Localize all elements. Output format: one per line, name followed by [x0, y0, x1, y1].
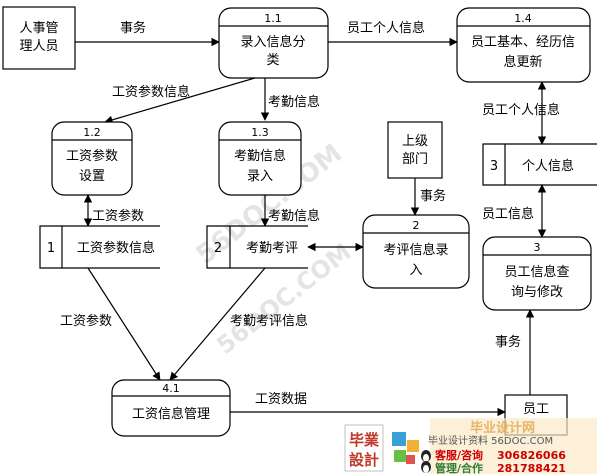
datastore-3: 3 个人信息 — [482, 143, 597, 186]
datastore-2: 2 考勤考评 — [206, 225, 308, 269]
process-1-4-id: 1.4 — [514, 12, 532, 25]
watermark-banner: 毕业设计网 毕業 設計 毕业设计资料 56DOC.COM 客服/咨询 30682… — [344, 418, 597, 474]
process-4-1-id: 4.1 — [162, 382, 180, 395]
process-1-3-line1: 考勤信息 — [234, 148, 286, 164]
datastore-3-label: 个人信息 — [522, 158, 574, 174]
flow-label-hr-11: 事务 — [120, 20, 146, 36]
process-1-3-line2: 录入 — [247, 169, 273, 184]
process-1-1: 1.1 录入信息分 类 — [218, 7, 329, 79]
entity-hr-staff: 人事管 理人员 — [2, 6, 76, 70]
flow-11-to-12 — [104, 77, 256, 124]
qq-icon — [421, 450, 431, 462]
admin-qq: 281788421 — [497, 462, 566, 474]
flow-label-11-12: 工资参数信息 — [112, 84, 190, 100]
process-2-line2: 入 — [409, 263, 422, 278]
flow-label-41-emp: 工资数据 — [255, 392, 307, 407]
process-1-2-line1: 工资参数 — [66, 148, 118, 164]
entity-superior: 上级 部门 — [387, 121, 443, 179]
process-3-line1: 员工信息查 — [504, 264, 569, 280]
process-2-id: 2 — [413, 219, 420, 232]
process-4-1-label: 工资信息管理 — [132, 406, 210, 422]
logo-frame — [344, 424, 384, 472]
flow-ds2-to-41 — [169, 267, 266, 381]
qq-icon — [421, 461, 431, 473]
process-3-line2: 询与修改 — [511, 285, 563, 300]
flow-label-12-ds1: 工资参数 — [92, 208, 144, 224]
process-1-2-id: 1.2 — [83, 126, 101, 139]
process-1-1-id: 1.1 — [264, 12, 282, 25]
process-1-4: 1.4 员工基本、经历信 息更新 — [456, 7, 591, 83]
datastore-1-label: 工资参数信息 — [77, 240, 155, 256]
flow-label-ds2-41: 考勤考评信息 — [230, 313, 308, 329]
process-1-3-id: 1.3 — [251, 126, 269, 139]
flow-label-emp-3: 事务 — [495, 334, 521, 350]
flow-label-14-ds3: 员工个人信息 — [482, 102, 560, 118]
process-3: 3 员工信息查 询与修改 — [482, 236, 592, 311]
admin-label: 管理/合作 — [435, 461, 483, 474]
flow-ds1-to-41 — [87, 267, 161, 381]
datastore-2-id: 2 — [214, 241, 222, 256]
process-1-2: 1.2 工资参数 设置 — [51, 121, 133, 196]
process-1-1-line1: 录入信息分 — [240, 34, 305, 50]
flow-label-ds1-41: 工资参数 — [60, 313, 112, 329]
brand-text: 毕业设计资料 56DOC.COM — [428, 434, 553, 447]
flow-label-11-13: 考勤信息 — [268, 94, 320, 110]
process-4-1: 4.1 工资信息管理 — [111, 379, 231, 437]
watermark-text-2: 56DOC.COM — [211, 238, 356, 360]
process-1-4-line2: 息更新 — [503, 54, 542, 70]
logo-bottom-text: 設計 — [349, 451, 379, 469]
process-1-3: 1.3 考勤信息 录入 — [218, 121, 302, 196]
process-1-4-line1: 员工基本、经历信 — [471, 35, 575, 50]
flow-label-sup-2: 事务 — [420, 188, 446, 204]
process-1-2-line2: 设置 — [79, 169, 105, 184]
entity-superior-line2: 部门 — [402, 152, 428, 167]
flow-label-ds3-3: 员工信息 — [482, 206, 534, 222]
service-qq: 306826066 — [497, 449, 566, 462]
entity-hr-line1: 人事管 — [19, 21, 58, 36]
logo-top-text: 毕業 — [349, 431, 380, 449]
process-2-line1: 考评信息录 — [383, 242, 448, 258]
banner-background — [430, 418, 597, 474]
process-3-id: 3 — [534, 241, 541, 254]
process-2: 2 考评信息录 入 — [362, 214, 470, 289]
datastore-3-id: 3 — [490, 159, 498, 174]
entity-employee-label: 员工 — [523, 402, 549, 417]
process-1-1-line2: 类 — [266, 53, 279, 68]
banner-text: 毕业设计网 — [470, 420, 535, 436]
entity-hr-line2: 理人员 — [19, 39, 58, 54]
puzzle-icon — [392, 432, 419, 464]
flow-label-11-14: 员工个人信息 — [347, 20, 425, 36]
datastore-1: 1 工资参数信息 — [39, 225, 160, 269]
flow-label-13-ds2: 考勤信息 — [268, 208, 320, 224]
datastore-2-label: 考勤考评 — [246, 241, 298, 256]
datastore-1-id: 1 — [47, 241, 55, 256]
entity-superior-line1: 上级 — [402, 134, 428, 149]
service-label: 客服/咨询 — [434, 448, 483, 462]
